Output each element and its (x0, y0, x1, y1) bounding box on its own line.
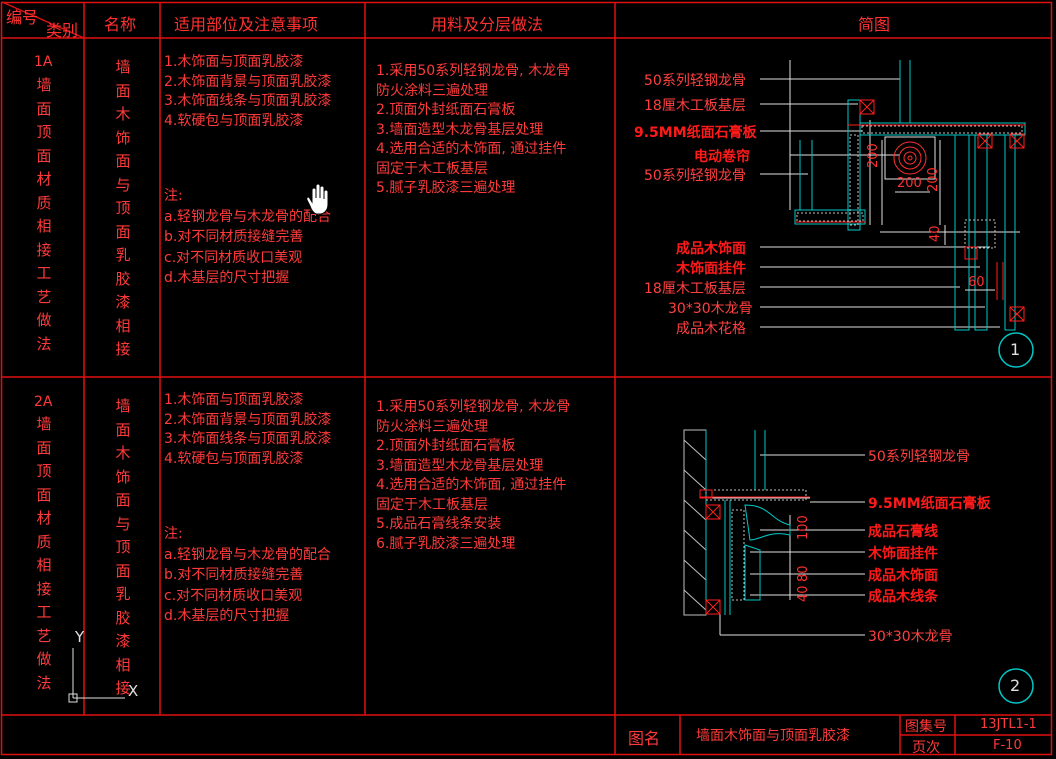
d2-label-6: 成品木线条 (868, 589, 938, 605)
d1-label-7: 木饰面挂件 (676, 261, 746, 277)
d2-label-1: 50系列轻钢龙骨 (868, 449, 970, 465)
page-number: F-10 (993, 738, 1022, 753)
row1-applications: 1.木饰面与顶面乳胶漆 2.木饰面背景与顶面乳胶漆 3.木饰面线条与顶面乳胶漆 … (164, 54, 332, 129)
sketch-header: 简图 (858, 15, 891, 34)
materials-header: 用料及分层做法 (431, 15, 544, 34)
detail-number-2: 2 (1010, 676, 1021, 695)
d2-label-3: 成品石膏线 (868, 524, 938, 540)
d2-label-4: 木饰面挂件 (868, 546, 938, 562)
d2-label-2: 9.5MM纸面石膏板 (868, 496, 991, 512)
atlas-no-label: 图集号 (905, 719, 947, 735)
d1-label-5: 50系列轻钢龙骨 (644, 168, 746, 184)
row2-notes: 注: a.轻钢龙骨与木龙骨的配合 b.对不同材质接缝完善 c.对不同材质收口美观… (164, 526, 332, 624)
notes-header: 适用部位及注意事项 (174, 15, 319, 34)
row1-notes: 注: a.轻钢龙骨与木龙骨的配合 b.对不同材质接缝完善 c.对不同材质收口美观… (164, 188, 332, 286)
row1-category: 墙面顶面材质相接工艺做法 (36, 76, 52, 353)
row1-name: 墙面木饰面与顶面乳胶漆相接 (115, 58, 131, 358)
row2-name: 墙面木饰面与顶面乳胶漆相接 (115, 397, 131, 697)
code-header: 编号 (6, 8, 39, 27)
dim-1e: 60 (968, 275, 985, 290)
d1-label-9: 30*30木龙骨 (668, 301, 753, 317)
d2-label-5: 成品木饰面 (868, 568, 938, 584)
category-header: 类别 (46, 21, 79, 40)
row2-applications: 1.木饰面与顶面乳胶漆 2.木饰面背景与顶面乳胶漆 3.木饰面线条与顶面乳胶漆 … (164, 392, 332, 467)
page-label: 页次 (912, 740, 940, 756)
d1-label-4: 电动卷帘 (694, 149, 750, 165)
d1-label-8: 18厘木工板基层 (644, 281, 746, 297)
row2-category: 墙面顶面材质相接工艺做法 (36, 415, 52, 692)
d1-label-10: 成品木花格 (676, 321, 746, 337)
detail-number-1: 1 (1010, 340, 1021, 359)
row1-code: 1A (34, 54, 53, 70)
row1-materials: 1.采用50系列轻钢龙骨, 木龙骨 防火涂料三遍处理 2.顶面外封纸面石膏板 3… (376, 63, 571, 196)
d1-label-1: 50系列轻钢龙骨 (644, 73, 746, 89)
d1-label-3: 9.5MM纸面石膏板 (634, 125, 757, 141)
drawing-name-label: 图名 (628, 729, 661, 748)
row2-code: 2A (34, 394, 53, 410)
drawing-name: 墙面木饰面与顶面乳胶漆 (696, 728, 850, 744)
d1-label-6: 成品木饰面 (676, 241, 746, 257)
d1-label-2: 18厘木工板基层 (644, 98, 746, 114)
d2-label-7: 30*30木龙骨 (868, 629, 953, 645)
dim-1b: 200 (897, 176, 922, 191)
name-header: 名称 (104, 15, 137, 34)
ucs-y-label: Y (75, 628, 85, 646)
row2-materials: 1.采用50系列轻钢龙骨, 木龙骨 防火涂料三遍处理 2.顶面外封纸面石膏板 3… (376, 399, 571, 552)
ucs-x-label: X (128, 682, 139, 700)
atlas-no: 13JTL1-1 (980, 717, 1037, 732)
